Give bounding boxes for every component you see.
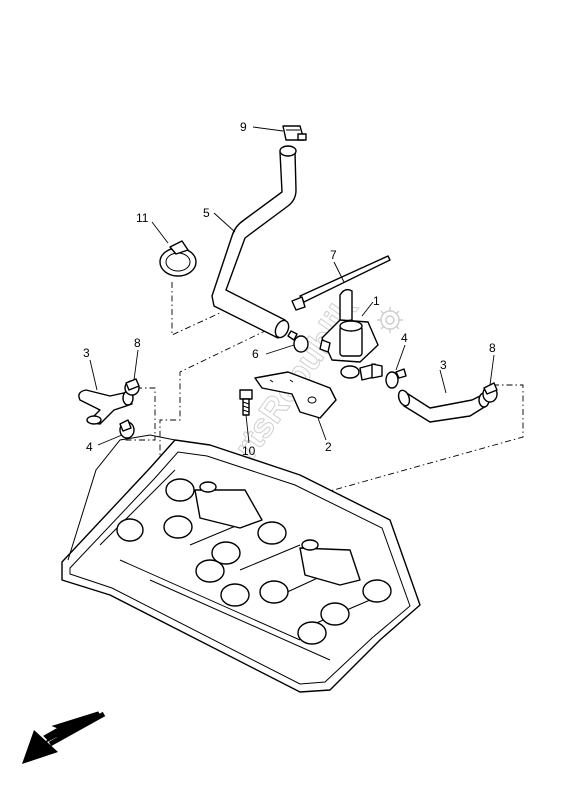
callout-11: 11 — [136, 211, 149, 225]
callout-4-right: 4 — [401, 331, 408, 345]
callout-3-left: 3 — [83, 346, 90, 360]
callout-10: 10 — [242, 444, 256, 458]
part-3-hose-right — [397, 389, 490, 423]
part-8-clamp-left — [124, 378, 140, 396]
part-8-clamp-right — [482, 382, 498, 403]
part-2-bracket — [254, 371, 337, 419]
part-5-hose — [211, 145, 297, 339]
part-6-clamp — [287, 330, 309, 353]
callout-1: 1 — [373, 294, 380, 308]
callout-8-right: 8 — [489, 341, 496, 355]
part-4-clamp-right — [385, 368, 407, 389]
callout-5: 5 — [203, 206, 210, 220]
callout-6: 6 — [252, 347, 259, 361]
part-11-clamp — [159, 240, 197, 277]
front-direction-arrow-icon — [22, 711, 106, 764]
part-10-bolt — [239, 389, 253, 416]
callout-3-right: 3 — [440, 358, 447, 372]
watermark-gear-icon — [377, 307, 403, 333]
cylinder-head-cover — [61, 434, 421, 693]
callout-4-left: 4 — [86, 440, 93, 454]
part-9-clip — [282, 125, 307, 141]
callout-8-left: 8 — [134, 336, 141, 350]
part-7-cable-tie — [291, 255, 391, 311]
part-3-hose-left — [78, 389, 134, 425]
callout-7: 7 — [330, 248, 337, 262]
callout-labels: 1 2 3 3 4 4 5 6 7 8 8 9 10 11 — [83, 120, 496, 458]
callout-9: 9 — [240, 120, 247, 134]
callout-2: 2 — [325, 440, 332, 454]
part-4-clamp-left — [119, 419, 135, 439]
part-1-air-valve — [319, 288, 383, 381]
leader-lines — [89, 126, 495, 446]
